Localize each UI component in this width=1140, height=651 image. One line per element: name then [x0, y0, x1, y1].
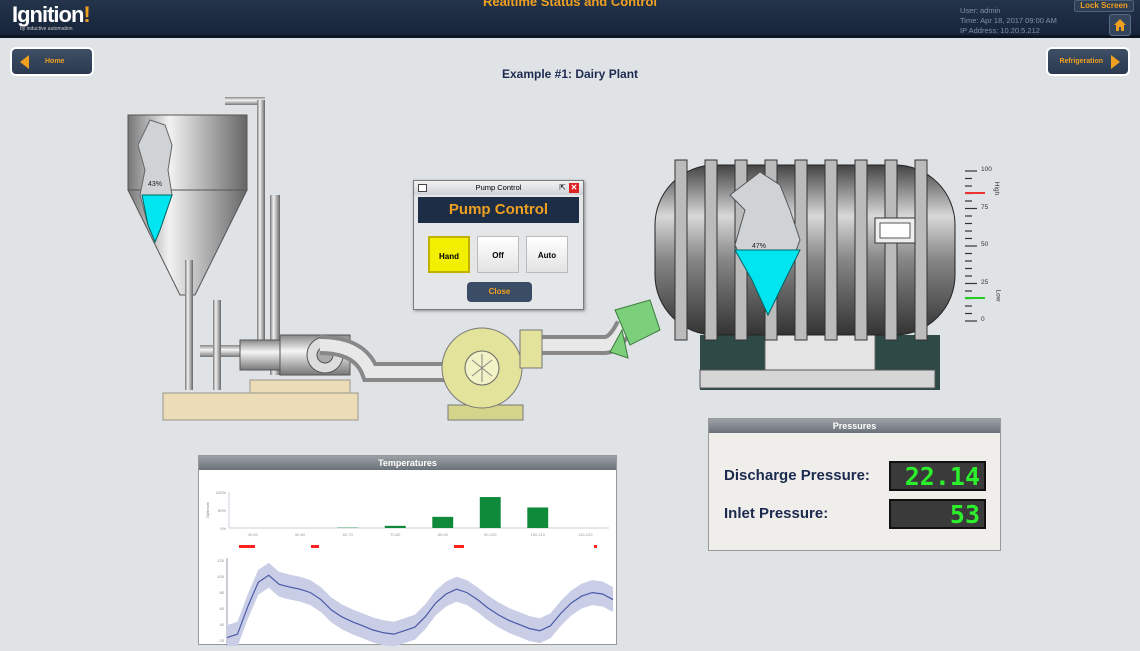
scale-label: 50: [981, 241, 988, 248]
alarm-marker: [594, 545, 597, 548]
line-y-tick: 40: [220, 622, 225, 627]
alarm-marker: [311, 545, 319, 548]
bar-x-tick: 90-100: [484, 532, 497, 537]
bar: [385, 526, 406, 528]
off-button[interactable]: Off: [477, 236, 519, 273]
silo-base: [163, 393, 358, 420]
alarm-marker: [239, 545, 255, 548]
hand-button[interactable]: Hand: [428, 236, 470, 273]
bar: [432, 517, 453, 528]
bar-y-tick: 0%: [220, 526, 226, 531]
inlet-pressure-label: Inlet Pressure:: [724, 505, 828, 522]
temperatures-title: Temperatures: [199, 456, 616, 470]
bar-x-tick: 70-80: [390, 532, 401, 537]
bar: [480, 497, 501, 528]
temperature-charts: 100% 50% 0% Optimum 40-50 50-60 60-70 70-80 80-9…: [199, 470, 616, 646]
storage-tank: [655, 160, 955, 390]
line-y-tick: 80: [220, 590, 225, 595]
bar-x-tick: 110-120: [578, 532, 593, 537]
close-icon[interactable]: ✕: [569, 183, 579, 193]
temperatures-panel: Temperatures 100% 50% 0% Optimum 40-50 50-60 6…: [198, 455, 617, 645]
bar-y-tick: 100%: [216, 490, 227, 495]
bar-y-label: Optimum: [205, 501, 210, 518]
line-y-tick: 100: [217, 574, 224, 579]
range-band: [227, 563, 613, 646]
low-label: Low: [994, 290, 1001, 302]
tank-level-label: 47%: [752, 243, 766, 250]
bar-x-tick: 80-90: [438, 532, 449, 537]
popout-icon[interactable]: ⇱: [559, 183, 566, 193]
discharge-pressure-display: 22.14: [889, 461, 986, 491]
high-label: High: [993, 182, 1000, 195]
alarm-marker: [454, 545, 464, 548]
silo-level-label: 43%: [148, 181, 162, 188]
scale-label: 100: [981, 166, 992, 173]
scale-label: 25: [981, 279, 988, 286]
close-button[interactable]: Close: [467, 282, 532, 302]
low-alarm-marker: [965, 297, 985, 299]
window-titlebar[interactable]: Pump Control ⇱✕: [414, 181, 583, 195]
bar: [527, 507, 548, 528]
discharge-pressure-label: Discharge Pressure:: [724, 467, 870, 484]
scale-label: 75: [981, 204, 988, 211]
pressures-title: Pressures: [709, 419, 1000, 433]
window-menu-icon[interactable]: [418, 184, 427, 192]
pump: [442, 328, 542, 420]
auto-button[interactable]: Auto: [526, 236, 568, 273]
bar-y-tick: 50%: [218, 508, 226, 513]
bar-x-tick: 50-60: [295, 532, 306, 537]
pump-control-window: Pump Control ⇱✕ Pump Control Hand Off Aut…: [413, 180, 584, 310]
high-alarm-marker: [965, 192, 985, 194]
scale-label: 0: [981, 316, 985, 323]
line-y-tick: 120: [217, 558, 224, 563]
inlet-pressure-display: 53: [889, 499, 986, 529]
window-title: Pump Control: [476, 183, 522, 192]
pump-control-header: Pump Control: [418, 197, 579, 223]
pressures-panel: Pressures Discharge Pressure: 22.14 Inle…: [708, 418, 1001, 551]
bar-x-tick: 100-110: [531, 532, 546, 537]
bar-x-tick: 40-50: [248, 532, 259, 537]
bar-x-tick: 60-70: [343, 532, 354, 537]
line-y-tick: 20: [220, 638, 225, 643]
line-y-tick: 60: [220, 606, 225, 611]
